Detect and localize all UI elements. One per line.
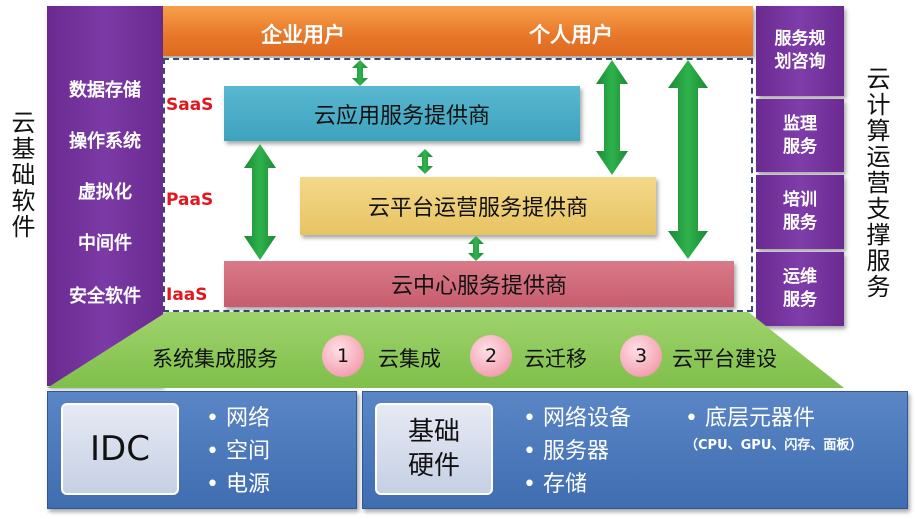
paas-provider-box: 云平台运营服务提供商 xyxy=(300,177,656,235)
users-bar: 企业用户 个人用户 xyxy=(163,6,753,56)
step-2-label: 云迁移 xyxy=(524,347,587,371)
hardware-title-line1: 基础 xyxy=(407,417,460,447)
enterprise-users: 企业用户 xyxy=(261,23,345,47)
hw-item-storage: • 存储 xyxy=(523,472,587,497)
hw-components-note: （CPU、GPU、闪存、面板） xyxy=(685,438,863,453)
saas-provider-box: 云应用服务提供商 xyxy=(224,86,580,141)
idc-item-space: • 空间 xyxy=(206,439,270,464)
hardware-title-line2: 硬件 xyxy=(407,451,460,481)
idc-item-power: • 电源 xyxy=(206,472,270,497)
arrow-users-paas xyxy=(596,60,628,175)
left-item-middleware: 中间件 xyxy=(78,233,132,254)
right-box-planning-text: 服务规划咨询 xyxy=(774,29,826,72)
step-3-number: 3 xyxy=(634,345,648,367)
right-box-training: 培训服务 xyxy=(756,175,844,249)
step-1-badge: 1 xyxy=(322,335,364,377)
step-3-label: 云平台建设 xyxy=(672,347,777,371)
integration-title: 系统集成服务 xyxy=(152,347,278,371)
step-2-number: 2 xyxy=(484,345,498,367)
paas-label: PaaS xyxy=(166,190,214,210)
step-1-number: 1 xyxy=(336,345,350,367)
arrow-users-iaas xyxy=(668,60,708,259)
arrow-users-saas xyxy=(352,60,368,86)
right-column-title: 云计算运营支撑服务 xyxy=(862,66,890,300)
right-box-supervision-text: 监理服务 xyxy=(783,113,817,157)
left-column-title: 云基础软件 xyxy=(7,110,35,240)
personal-users: 个人用户 xyxy=(529,23,613,47)
hardware-card: 基础 硬件 xyxy=(375,403,493,495)
right-box-training-text: 培训服务 xyxy=(783,190,817,233)
hardware-panel: 基础 硬件 • 网络设备 • 服务器 • 存储 • 底层元器件 （CPU、GPU… xyxy=(362,391,908,509)
iaas-label: IaaS xyxy=(166,285,208,305)
right-box-supervision: 监理服务 xyxy=(756,99,844,172)
paas-provider-name: 云平台运营服务提供商 xyxy=(367,196,588,221)
arrow-saas-paas xyxy=(417,149,433,174)
step-3-badge: 3 xyxy=(620,335,662,377)
left-item-os: 操作系统 xyxy=(69,131,141,152)
left-software-column: 数据存储 操作系统 虚拟化 中间件 安全软件 xyxy=(47,6,163,386)
saas-label: SaaS xyxy=(166,95,214,115)
hw-item-components: • 底层元器件 xyxy=(685,406,815,431)
right-box-operations: 运维服务 xyxy=(756,252,844,326)
idc-panel: IDC • 网络 • 空间 • 电源 xyxy=(47,391,357,509)
idc-item-network: • 网络 xyxy=(206,406,270,431)
step-1-label: 云集成 xyxy=(378,347,441,371)
integration-band xyxy=(47,312,844,388)
hw-item-network-devices: • 网络设备 xyxy=(523,406,631,431)
saas-provider-name: 云应用服务提供商 xyxy=(313,103,490,129)
step-2-badge: 2 xyxy=(470,335,512,377)
left-item-security: 安全软件 xyxy=(69,286,141,307)
iaas-provider-name: 云中心服务提供商 xyxy=(390,274,567,299)
right-box-planning-consulting: 服务规划咨询 xyxy=(756,6,844,96)
hw-item-servers: • 服务器 xyxy=(523,439,609,464)
idc-title: IDC xyxy=(90,429,150,469)
left-item-virtualization: 虚拟化 xyxy=(78,182,132,203)
idc-card: IDC xyxy=(61,403,179,495)
right-box-operations-text: 运维服务 xyxy=(783,267,817,310)
iaas-provider-box: 云中心服务提供商 xyxy=(224,261,734,307)
arrow-paas-iaas xyxy=(468,236,484,261)
arrow-saas-iaas-left xyxy=(244,144,276,260)
left-item-data-storage: 数据存储 xyxy=(69,80,141,101)
